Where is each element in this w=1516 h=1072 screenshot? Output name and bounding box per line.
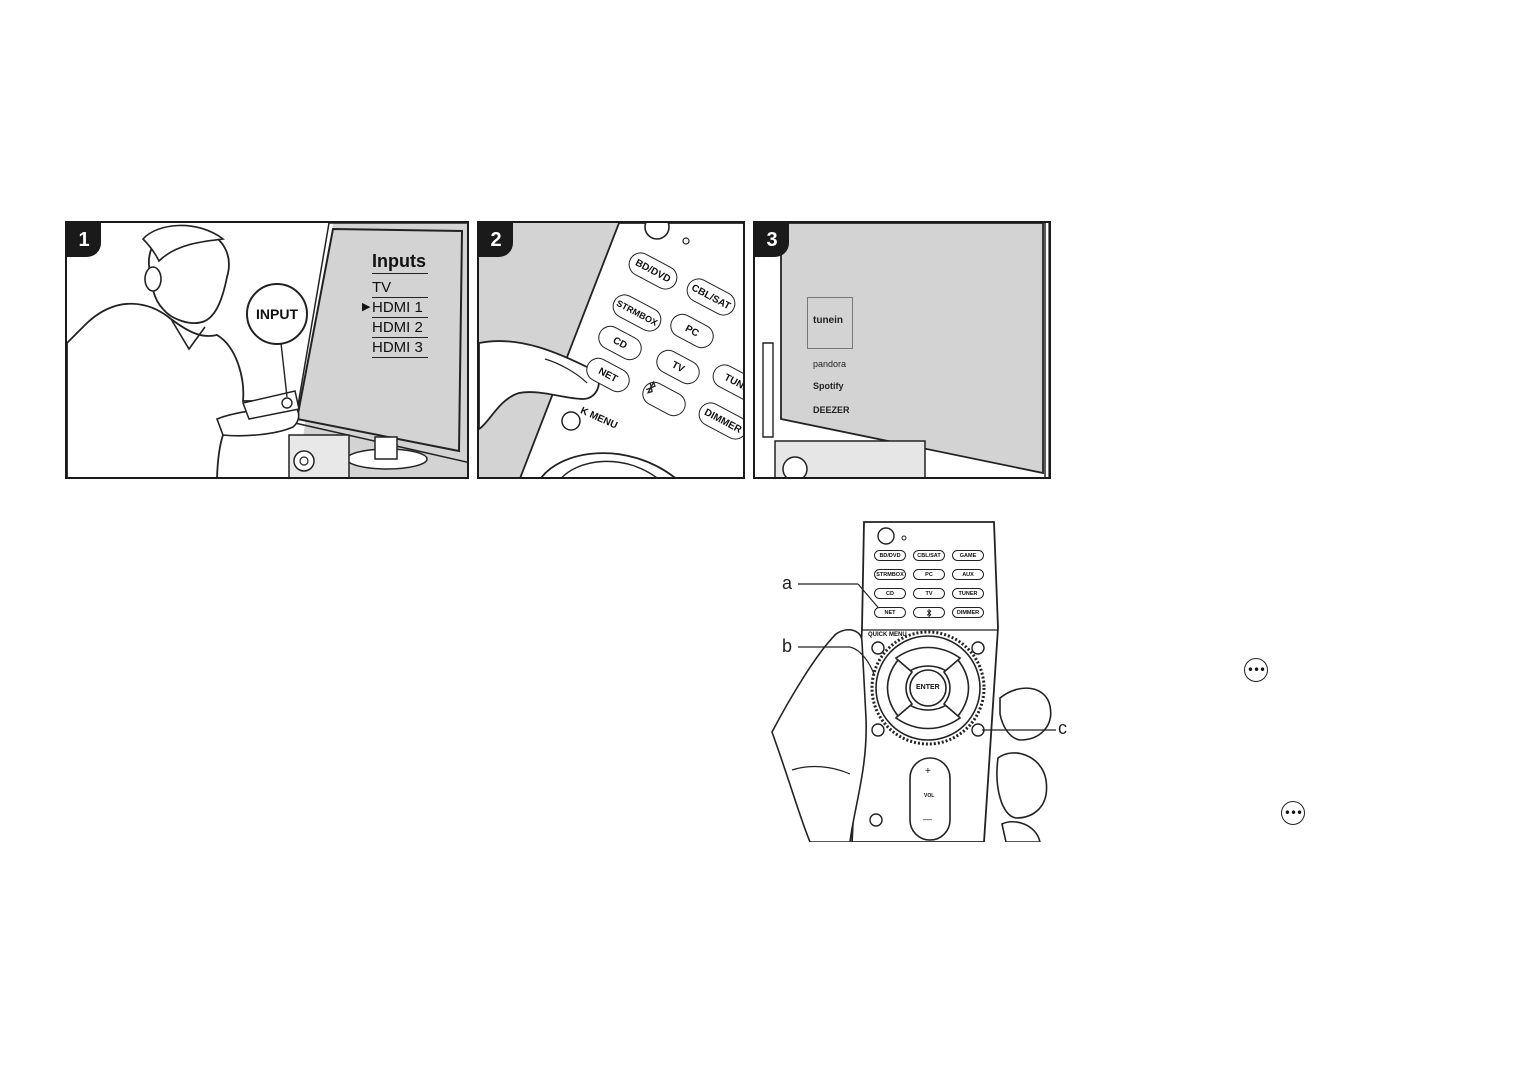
remote-btn-cd: CD (874, 588, 906, 599)
selection-arrow-icon: ▶ (362, 301, 371, 313)
remote-illustration: BD/DVD CBL/SAT GAME STRMBOX PC AUX CD TV… (770, 518, 1070, 842)
remote-btn-tuner: TUNER (952, 588, 984, 599)
tv-menu-item-hdmi2: HDMI 2 (372, 319, 428, 338)
remote-enter-label: ENTER (916, 684, 940, 691)
tunein-tile (807, 297, 853, 349)
remote-vol-plus: + (925, 766, 931, 777)
deezer-logo: DEEZER (813, 405, 850, 415)
step-number-badge: 1 (67, 223, 101, 257)
remote-btn-net: NET (874, 607, 906, 618)
input-button-callout: INPUT (246, 283, 308, 345)
tunein-logo: tunein (813, 315, 843, 326)
tv-menu-title: Inputs (372, 251, 426, 271)
step-number-badge: 3 (755, 223, 789, 257)
callout-b: b (782, 636, 793, 656)
remote-btn-bluetooth-icon (913, 607, 945, 618)
remote-btn-bd-dvd: BD/DVD (874, 550, 906, 561)
remote-btn-tv: TV (913, 588, 945, 599)
remote-btn-aux: AUX (952, 569, 984, 580)
tv-menu-item-hdmi3: HDMI 3 (372, 339, 428, 358)
remote-quick-menu-label: QUICK MENU (868, 632, 907, 638)
step-3-illustration: 3 tunein pandora Spotify DEEZER (753, 221, 1051, 479)
tv-screen-drawing (755, 223, 1049, 477)
remote-btn-pc: PC (913, 569, 945, 580)
remote-vol-label: VOL (924, 793, 935, 799)
remote-btn-strmbox: STRMBOX (874, 569, 906, 580)
step-1-illustration: 1 INPUT Inputs TV ▶ HDMI 1 HDMI 2 HDMI 3 (65, 221, 469, 479)
tv-menu-item-hdmi1: HDMI 1 (372, 299, 428, 318)
remote-btn-cbl-sat: CBL/SAT (913, 550, 945, 561)
step-2-illustration: 2 BD/DVD CBL/SAT STRMBOX PC CD TV NET TU… (477, 221, 745, 479)
bluetooth-icon (638, 377, 690, 421)
callout-c: c (1058, 718, 1067, 738)
remote-btn-dimmer: DIMMER (952, 607, 984, 618)
pandora-logo: pandora (813, 359, 847, 369)
remote-vol-minus: — (923, 814, 932, 824)
more-options-icon: ••• (1281, 801, 1305, 825)
spotify-logo: Spotify (813, 381, 844, 391)
more-options-icon: ••• (1244, 658, 1268, 682)
remote-btn-game: GAME (952, 550, 984, 561)
tv-menu-divider (372, 273, 428, 274)
callout-a: a (782, 573, 793, 593)
tv-menu-item-tv: TV (372, 279, 428, 298)
step-number-badge: 2 (479, 223, 513, 257)
remote-body-drawing (771, 521, 1056, 842)
